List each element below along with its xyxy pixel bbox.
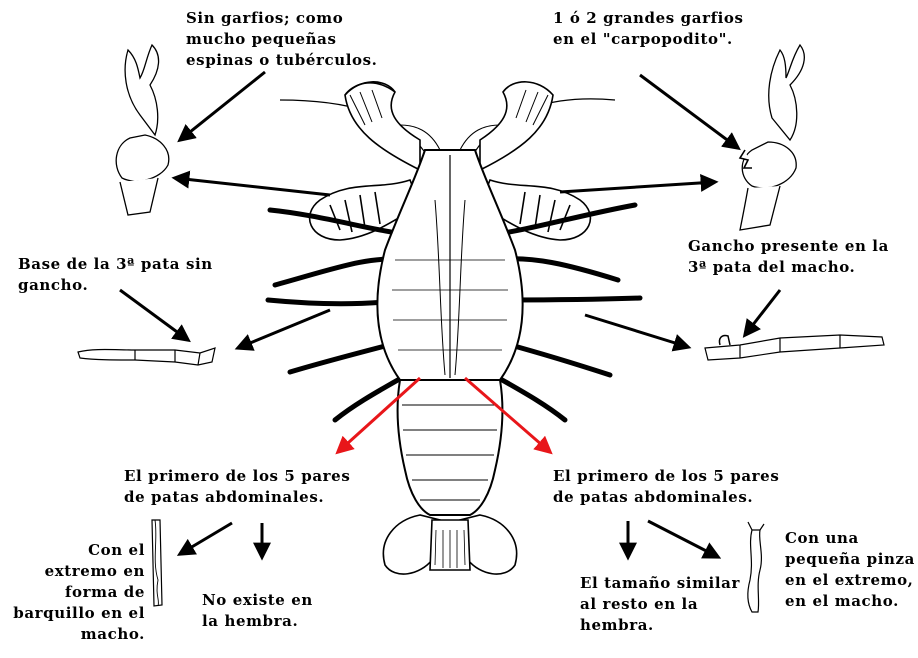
- arrow-to-claw-right: [640, 75, 738, 148]
- label-leg-base-no-hook: Base de la 3ª pata sin gancho.: [18, 254, 213, 296]
- label-large-hooks: 1 ó 2 grandes garfios en el "carpopodito…: [553, 8, 744, 50]
- arrow-leg-left: [238, 310, 330, 348]
- label-similar-size-female: El tamaño similar al resto en la hembra.: [580, 573, 740, 636]
- arrow-to-leg-left-detail: [120, 290, 188, 340]
- label-first-pleopod-left: El primero de los 5 pares de patas abdom…: [124, 466, 350, 508]
- label-small-pincer-male: Con una pequeña pinza en el extremo, en …: [785, 528, 915, 612]
- pleopod-detail-male-rolled: [152, 520, 162, 606]
- label-no-hooks: Sin garfios; como mucho pequeñas espinas…: [186, 8, 377, 71]
- leg-detail-no-hook: [78, 348, 215, 365]
- arrow-leg-right: [585, 315, 688, 347]
- label-rolled-tip-male: Con el extremo en forma de barquillo en …: [0, 540, 145, 645]
- arrow-carpus-left: [175, 178, 330, 195]
- label-first-pleopod-right: El primero de los 5 pares de patas abdom…: [553, 466, 779, 508]
- label-absent-female: No existe en la hembra.: [202, 590, 313, 632]
- leg-detail-with-hook: [705, 335, 884, 360]
- label-hook-male-leg: Gancho presente en la 3ª pata del macho.: [688, 236, 889, 278]
- claw-detail-with-hooks: [740, 45, 804, 230]
- arrow-to-leg-right-detail: [745, 290, 780, 335]
- arrow-pleopod-left-male: [180, 523, 232, 554]
- arrow-carpus-right: [560, 182, 715, 192]
- arrow-to-claw-left: [180, 72, 265, 140]
- claw-detail-no-hooks: [116, 45, 169, 215]
- pleopod-detail-male-pincer: [748, 522, 764, 612]
- arrow-pleopod-right-male: [648, 521, 718, 557]
